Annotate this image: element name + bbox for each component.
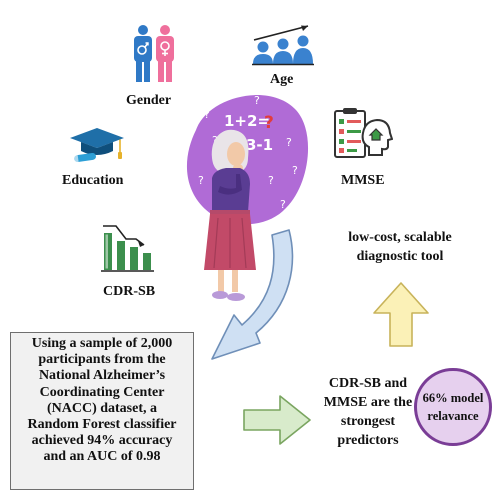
study-line-6: Random Forest classifier bbox=[27, 417, 177, 433]
gender-icon bbox=[134, 25, 174, 82]
predictors-line-3: strongest bbox=[340, 414, 396, 429]
right-arrow bbox=[243, 395, 311, 445]
question-mark-3: ? bbox=[286, 136, 292, 149]
relevance-line-1: 66% model bbox=[422, 391, 484, 405]
red-question-mark: ? bbox=[264, 113, 274, 133]
study-line-2: participants from the bbox=[38, 352, 166, 368]
mmse-label: MMSE bbox=[341, 173, 385, 188]
question-mark-6: ? bbox=[280, 198, 286, 211]
question-mark-4: ? bbox=[292, 164, 298, 177]
predictors-text: CDR-SB and MMSE are the strongest predic… bbox=[318, 374, 418, 450]
up-arrow bbox=[373, 282, 429, 347]
question-mark-7: ? bbox=[198, 174, 204, 187]
relevance-line-2: relavance bbox=[427, 409, 479, 423]
question-mark-1: ? bbox=[204, 108, 210, 121]
mmse-clipboard-brain-icon bbox=[334, 108, 393, 158]
predictors-line-1: CDR-SB and bbox=[328, 376, 408, 391]
study-line-5: (NACC) dataset, a bbox=[46, 400, 158, 416]
study-line-3: National Alzheimer’s bbox=[38, 368, 166, 384]
cdr-sb-label: CDR-SB bbox=[103, 284, 156, 299]
age-label: Age bbox=[270, 72, 294, 87]
outcome-text: low-cost, scalable diagnostic tool bbox=[338, 228, 462, 266]
question-mark-5: ? bbox=[268, 174, 274, 187]
curved-down-arrow bbox=[211, 229, 294, 360]
study-line-7: achieved 94% accuracy bbox=[31, 433, 173, 449]
graduation-cap-icon bbox=[70, 128, 124, 163]
outcome-line-1: low-cost, scalable bbox=[348, 230, 452, 245]
education-label: Education bbox=[62, 173, 124, 188]
model-relevance-circle: 66% model relavance bbox=[414, 368, 492, 446]
math-text-2: 3-1 bbox=[246, 136, 273, 154]
predictors-line-2: MMSE are the bbox=[323, 395, 413, 410]
age-group-icon bbox=[252, 25, 314, 66]
math-text-1: 1+2= bbox=[224, 112, 270, 130]
declining-chart-icon bbox=[101, 225, 154, 272]
predictors-line-4: predictors bbox=[337, 433, 399, 448]
elderly-woman-illustration: 1+2= ? 3-1 ? ? ? ? ? ? ? ? bbox=[186, 94, 309, 301]
study-line-1: Using a sample of 2,000 bbox=[31, 336, 173, 351]
question-mark-8: ? bbox=[254, 94, 260, 107]
outcome-line-2: diagnostic tool bbox=[356, 249, 444, 264]
study-description-box: Using a sample of 2,000 participants fro… bbox=[10, 332, 194, 490]
study-line-8: and an AUC of 0.98 bbox=[43, 449, 161, 465]
gender-label: Gender bbox=[126, 93, 172, 108]
study-line-4: Coordinating Center bbox=[39, 384, 165, 400]
